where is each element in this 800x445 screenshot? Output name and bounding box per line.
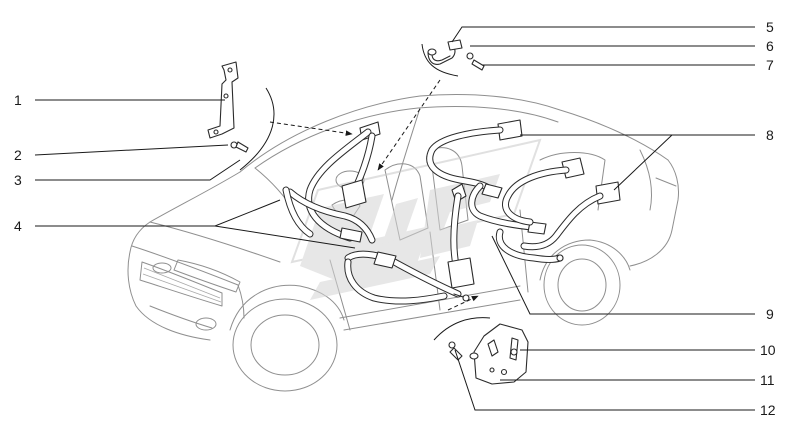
callout-6: 6	[766, 38, 774, 54]
callout-11: 11	[760, 372, 775, 388]
anchor-part-5-6-7	[427, 39, 485, 71]
callout-labels: 1 2 3 4 5 6 7 8 9 10 11 12	[14, 19, 776, 418]
callout-10: 10	[760, 342, 776, 358]
callout-4: 4	[14, 218, 22, 234]
callout-9: 9	[766, 306, 774, 322]
leader-lines	[34, 26, 755, 411]
callout-3: 3	[14, 172, 22, 188]
callout-1: 1	[14, 92, 22, 108]
callout-7: 7	[766, 57, 774, 73]
callout-5: 5	[766, 19, 774, 35]
callout-8: 8	[766, 127, 774, 143]
front-right-seat-belt	[344, 183, 475, 305]
bolt-part-2-3	[230, 141, 249, 153]
mounting-plate-part-10-11-12	[448, 323, 529, 385]
callout-2: 2	[14, 147, 22, 163]
rear-seat-belts	[426, 119, 621, 263]
front-left-seat-belt	[282, 121, 381, 244]
callout-12: 12	[760, 402, 776, 418]
detail-indicators	[239, 43, 491, 341]
